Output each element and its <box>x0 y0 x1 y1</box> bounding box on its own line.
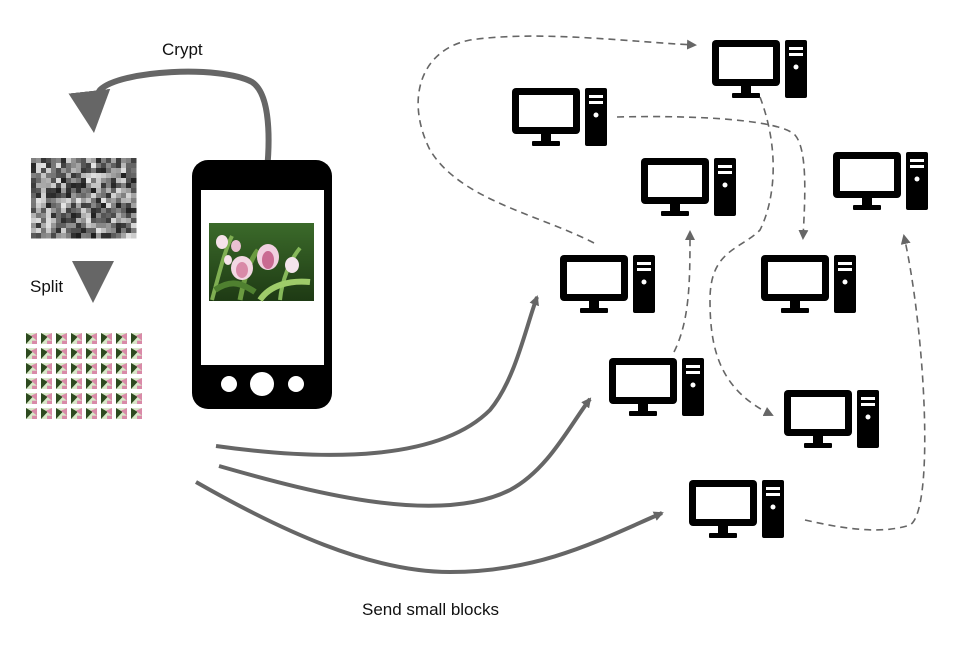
block-tile <box>101 363 112 374</box>
block-tile <box>56 378 67 389</box>
block-tile <box>26 408 37 419</box>
block-tile <box>41 378 52 389</box>
block-tile <box>41 348 52 359</box>
block-tile <box>41 408 52 419</box>
block-tile <box>56 393 67 404</box>
block-tile <box>26 393 37 404</box>
block-tile <box>26 363 37 374</box>
block-tile <box>131 393 142 404</box>
block-tile <box>56 348 67 359</box>
block-tile <box>131 348 142 359</box>
send-arrow-1 <box>215 295 539 457</box>
computer-nodes <box>512 40 928 538</box>
send-arrow-2 <box>218 397 592 508</box>
block-tile <box>71 348 82 359</box>
block-tile <box>86 393 97 404</box>
block-tile <box>116 393 127 404</box>
block-tile <box>86 348 97 359</box>
block-tile <box>131 333 142 344</box>
block-tile <box>116 333 127 344</box>
block-tile <box>116 378 127 389</box>
send-label: Send small blocks <box>362 600 500 619</box>
block-tile <box>71 408 82 419</box>
block-tile <box>101 348 112 359</box>
block-tile <box>86 333 97 344</box>
block-tile <box>26 348 37 359</box>
block-tile <box>101 393 112 404</box>
block-tile <box>116 408 127 419</box>
block-tile <box>26 378 37 389</box>
computer-icon <box>784 390 879 448</box>
computer-icon <box>512 88 607 146</box>
computer-icon <box>761 255 856 313</box>
block-tile <box>41 363 52 374</box>
split-label: Split <box>30 277 64 296</box>
block-tile <box>101 333 112 344</box>
crypt-arrow <box>68 68 272 206</box>
computer-icon <box>609 358 704 416</box>
block-tile <box>41 333 52 344</box>
dashed-link-5 <box>804 234 926 531</box>
block-tile <box>71 393 82 404</box>
split-blocks-grid <box>26 333 142 419</box>
block-tile <box>71 378 82 389</box>
dashed-link-3 <box>709 96 774 417</box>
block-tile <box>131 363 142 374</box>
block-tile <box>101 378 112 389</box>
dashed-link-4 <box>673 230 695 353</box>
block-tile <box>56 363 67 374</box>
send-arrow-3 <box>195 480 664 575</box>
block-tile <box>86 363 97 374</box>
block-tile <box>131 408 142 419</box>
crypt-label: Crypt <box>162 40 203 59</box>
computer-icon <box>560 255 655 313</box>
block-tile <box>71 363 82 374</box>
block-tile <box>56 408 67 419</box>
block-tile <box>86 378 97 389</box>
computer-icon <box>641 158 736 216</box>
block-tile <box>116 363 127 374</box>
block-tile <box>56 333 67 344</box>
dashed-link-1 <box>417 35 697 244</box>
block-tile <box>131 378 142 389</box>
block-tile <box>101 408 112 419</box>
block-tile <box>41 393 52 404</box>
tulip-photo <box>209 223 314 302</box>
block-tile <box>26 333 37 344</box>
block-tile <box>86 408 97 419</box>
dashed-link-2 <box>616 115 809 240</box>
encrypted-image <box>31 158 137 239</box>
block-tile <box>116 348 127 359</box>
computer-icon <box>833 152 928 210</box>
computer-icon <box>689 480 784 538</box>
block-tile <box>71 333 82 344</box>
computer-icon <box>712 40 807 98</box>
